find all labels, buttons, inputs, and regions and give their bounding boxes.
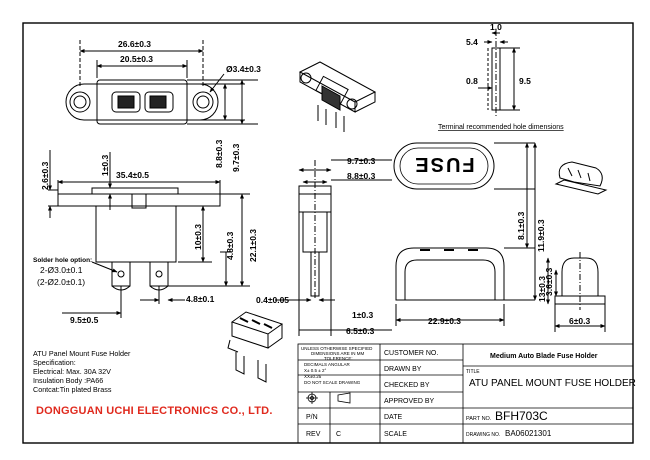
solder-opt2: (2-Ø2.0±0.1) (37, 277, 85, 287)
dim-3-6: 3.6±0.3 (544, 267, 554, 296)
dim-5-4: 5.4 (466, 37, 478, 47)
label-drawn-by: DRAWN BY (384, 366, 422, 373)
dim-1-0: 1.0 (490, 22, 502, 32)
dim-9-7-end: 9.7±0.3 (347, 156, 376, 166)
tol-line3: TOLERENCE: (324, 356, 353, 361)
dim-8-8-top: 8.8±0.3 (214, 139, 224, 168)
dim-hole-dia: Ø3.4±0.3 (226, 64, 261, 74)
iso-view-bottom (227, 311, 284, 383)
dim-22-9: 22.9±0.3 (428, 316, 461, 326)
label-approved-by: APPROVED BY (384, 398, 435, 405)
label-pn: P/N (306, 414, 318, 421)
end-view (298, 160, 332, 300)
spec-line-2: Specification: (33, 358, 76, 367)
tol-line1: UNLESS OTHERWISE SPECIFIED (301, 346, 373, 351)
dim-22-1: 22.1±0.3 (248, 229, 258, 262)
label-checked-by: CHECKED BY (384, 382, 430, 389)
tol-line4: DECIMALS ANGULAR (304, 362, 351, 367)
solder-opt1: 2-Ø3.0±0.1 (40, 265, 83, 275)
label-customer-no: CUSTOMER NO. (384, 350, 438, 357)
spec-notes: ATU Panel Mount Fuse Holder Specificatio… (33, 349, 130, 394)
iso-view-top (298, 61, 377, 132)
dim-0-4: 0.4±0.05 (256, 295, 289, 305)
dim-9-7-top: 9.7±0.3 (231, 143, 241, 172)
part-no-value: BFH703C (495, 409, 548, 423)
dim-4-8-side: 4.8±0.3 (225, 231, 235, 260)
terminal-hole-detail (487, 30, 520, 116)
dim-1-end: 1±0.3 (352, 310, 373, 320)
top-view (65, 40, 219, 125)
dim-1-side: 1±0.3 (100, 155, 110, 176)
dim-13: 13±0.3 (537, 276, 547, 302)
dim-8-1: 8.1±0.3 (516, 211, 526, 240)
solder-title: Solder hole option: (33, 257, 92, 264)
tol-line2: DIMENSIONS ARE IN MM (311, 351, 365, 356)
terminal-caption: Terminal recommended hole dimensions (438, 124, 564, 131)
drawing-no-value: BA06021301 (505, 429, 552, 438)
fuse-top-view (393, 142, 535, 190)
side-view (57, 187, 221, 291)
title-header: Medium Auto Blade Fuse Holder (490, 353, 598, 360)
dim-2-6: 2.6±0.3 (40, 161, 50, 190)
tol-line5: X± 0.5 ± 2° (304, 368, 326, 373)
dim-11-9: 11.9±0.3 (536, 219, 546, 252)
label-rev: REV (306, 431, 321, 438)
dim-20-5: 20.5±0.3 (120, 54, 153, 64)
rev-value: C (336, 431, 341, 438)
title-value: ATU PANEL MOUNT FUSE HOLDER (469, 378, 636, 389)
label-scale: SCALE (384, 431, 407, 438)
dim-4-8-bottom: 4.8±0.1 (186, 294, 215, 304)
projection-symbol (306, 392, 351, 404)
dim-6-5: 6.5±0.3 (346, 326, 375, 336)
part-no-label: PART NO. (466, 416, 492, 422)
title-label: TITLE (466, 369, 480, 375)
dim-8-8-end: 8.8±0.3 (347, 171, 376, 181)
tol-line7: DO NOT SCALE DRAWING (304, 380, 361, 385)
fuse-side-view (395, 247, 535, 326)
tol-line6: XX±0.25 (304, 374, 322, 379)
drawing-no-label: DRAWING NO. (466, 432, 500, 438)
spec-line-5: Contcat:Tin plated Brass (33, 385, 112, 394)
dim-35-4: 35.4±0.5 (116, 170, 149, 180)
fuse-iso-small (554, 161, 608, 195)
company-name: DONGGUAN UCHI ELECTRONICS CO., LTD. (36, 405, 273, 417)
spec-line-4: Insulation Body :PA66 (33, 376, 104, 385)
dim-0-8: 0.8 (466, 76, 478, 86)
label-date: DATE (384, 414, 402, 421)
fuse-text: FUSE (413, 153, 474, 175)
dim-10: 10±0.3 (193, 224, 203, 250)
title-block (297, 343, 634, 444)
dim-9-5-bottom: 9.5±0.5 (70, 315, 99, 325)
dim-26-6: 26.6±0.3 (118, 39, 151, 49)
spec-line-1: ATU Panel Mount Fuse Holder (33, 349, 131, 358)
dim-6: 6±0.3 (569, 316, 590, 326)
dim-9-5-terminal: 9.5 (519, 76, 531, 86)
spec-line-3: Electrical: Max. 30A 32V (33, 367, 111, 376)
